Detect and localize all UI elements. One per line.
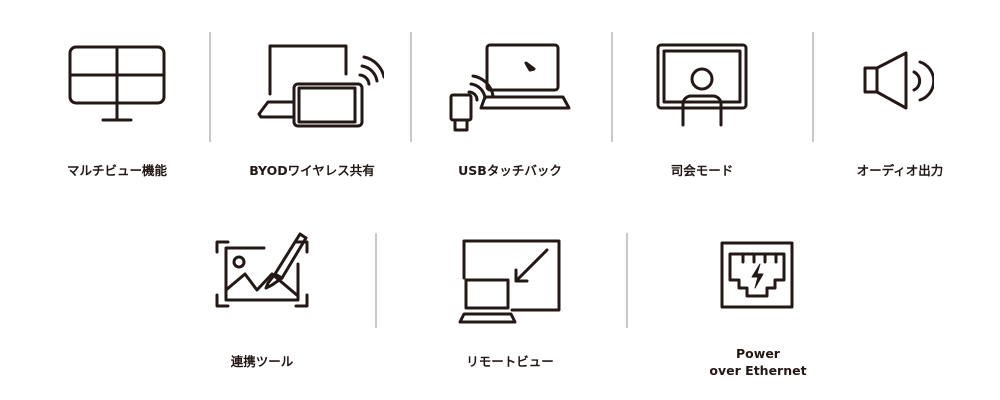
image-pen-icon bbox=[212, 230, 312, 314]
divider bbox=[812, 32, 814, 142]
feature-label: 司会モード bbox=[670, 163, 734, 178]
divider bbox=[611, 32, 613, 142]
presenter-screen-icon bbox=[655, 42, 749, 128]
feature-label: マルチビュー機能 bbox=[66, 163, 167, 178]
remote-view-icon bbox=[456, 238, 562, 324]
ethernet-power-icon bbox=[719, 240, 795, 310]
feature-label-line1: Power bbox=[736, 346, 780, 361]
feature-label: Power over Ethernet bbox=[658, 345, 858, 379]
laptop-tablet-wireless-icon bbox=[256, 42, 384, 132]
feature-label: USBタッチバック bbox=[458, 163, 562, 178]
divider bbox=[410, 32, 412, 142]
feature-label-line2: over Ethernet bbox=[709, 363, 807, 378]
feature-label: BYODワイヤレス共有 bbox=[249, 163, 375, 178]
multiview-monitor-icon bbox=[67, 44, 167, 124]
feature-label: 連携ツール bbox=[230, 354, 294, 369]
feature-label: リモートビュー bbox=[466, 354, 554, 369]
speaker-icon bbox=[862, 50, 934, 112]
divider bbox=[375, 233, 377, 328]
feature-label: オーディオ出力 bbox=[856, 163, 944, 178]
divider bbox=[209, 32, 211, 142]
usb-laptop-icon bbox=[447, 42, 572, 134]
divider bbox=[626, 233, 628, 328]
